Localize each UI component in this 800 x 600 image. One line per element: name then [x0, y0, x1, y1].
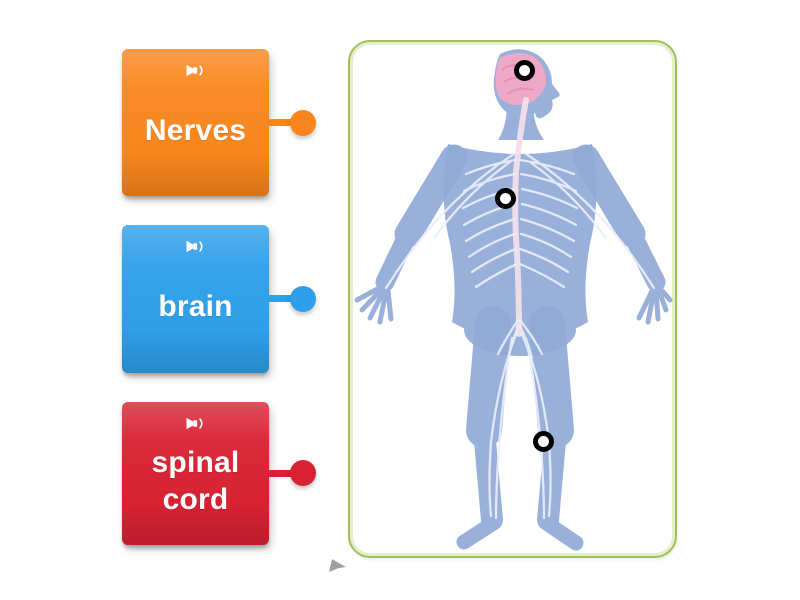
label-text: brain: [158, 290, 233, 324]
speaker-icon[interactable]: [183, 60, 209, 80]
nervous-system-image: [354, 49, 673, 551]
drop-marker-torso[interactable]: [494, 187, 516, 209]
connector-line: [267, 119, 298, 126]
label-card-spinal-cord[interactable]: spinal cord: [122, 402, 269, 545]
label-card-brain[interactable]: brain: [122, 225, 269, 373]
diagram-panel: [348, 40, 677, 558]
label-card-nerves[interactable]: Nerves: [122, 49, 269, 196]
connector-dot: [290, 110, 316, 136]
connector-line: [267, 470, 298, 477]
drop-marker-head[interactable]: [513, 59, 535, 81]
pointer-cursor-artifact: [329, 559, 346, 572]
connector-dot: [290, 286, 316, 312]
label-text: spinal cord: [151, 446, 240, 516]
connector-dot: [290, 460, 316, 486]
connector-line: [267, 295, 298, 302]
speaker-icon[interactable]: [183, 413, 209, 433]
label-text: Nerves: [144, 113, 247, 147]
drop-marker-leg[interactable]: [532, 430, 554, 452]
speaker-icon[interactable]: [183, 236, 209, 256]
spinal-cord-shape: [512, 97, 529, 337]
